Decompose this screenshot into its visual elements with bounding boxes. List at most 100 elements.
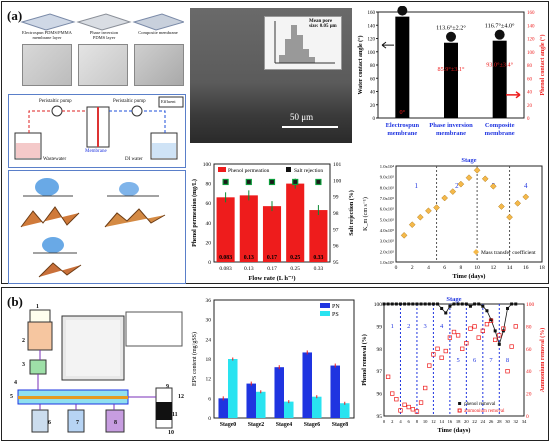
pn-bar [218, 398, 228, 418]
ammonium-point [443, 348, 448, 354]
contact-angle-svg: 153.0°±4.5°0°Electrospunmembrane113.6°±2… [357, 0, 546, 137]
ammonium-point [505, 369, 510, 374]
contact-angle-chart: 153.0°±4.5°0°Electrospunmembrane113.6°±2… [356, 0, 548, 156]
ammonium-point [414, 409, 420, 414]
x-tick-label: 0.083 [219, 266, 232, 272]
process-diagram: Peristaltic pump Peristaltic pump Membra… [8, 94, 186, 168]
membrane-label: Membrane [85, 149, 107, 154]
pore-histogram [274, 21, 335, 64]
y-tick-label: 1.0x10⁴ [380, 164, 395, 169]
y2-axis-label: Salt rejection (%) [348, 190, 355, 236]
phenol-point [431, 302, 435, 306]
ammonium-point [398, 408, 403, 413]
ps-bar [228, 359, 238, 418]
y-tick-label: 18 [206, 357, 212, 363]
y-tick-label: 9.0x10⁵ [380, 175, 395, 180]
phenol-point [452, 302, 456, 306]
y2-tick-label: 160 [527, 11, 535, 16]
salt-marker [292, 178, 299, 186]
setup-number: 5 [10, 394, 13, 400]
y-tick-label: 12 [206, 377, 212, 383]
phenol-point [464, 302, 468, 306]
x-tick-label: Stage4 [276, 422, 293, 428]
ps-bar [256, 391, 266, 418]
film-label-1: Electrospun PDMS/PMMA membrane layer [22, 30, 72, 40]
process-schematic [14, 96, 184, 160]
y2-tick-label: 40 [526, 369, 532, 375]
y2-tick-label: 60 [526, 347, 532, 353]
di-water-label: DI water [125, 157, 143, 162]
ammonium-point [435, 346, 440, 351]
y-tick-label: 40 [206, 221, 212, 227]
phenol-point [382, 302, 386, 306]
water-label: 116.7°±4.0° [485, 23, 515, 30]
phenol-point [477, 302, 481, 306]
y2-tick-label: 80 [526, 324, 532, 330]
x-tick-label: 22 [472, 419, 477, 424]
y-tick-label: 80 [206, 182, 212, 188]
y-tick-label: 95 [377, 414, 383, 420]
stage-number: 5 [456, 357, 459, 364]
phenol-bar [286, 183, 305, 262]
legend-label-pn: PN [332, 304, 340, 310]
ammonium-point [406, 404, 411, 410]
y2-tick-label: 20 [526, 392, 532, 398]
y-tick-label: 0 [373, 117, 376, 122]
ammonium-point [468, 326, 473, 331]
x-tick-label: Stage8 [332, 422, 349, 428]
bar-value-label: 0.17 [267, 255, 277, 261]
x-tick-label: Stage6 [304, 422, 321, 428]
x-axis-label: Time (days) [453, 273, 486, 280]
setup-number: 9 [166, 384, 169, 390]
setup-number: 4 [14, 380, 17, 386]
plot-frame [383, 303, 525, 417]
y2-tick-label: 120 [527, 38, 535, 43]
km-point [416, 213, 424, 221]
ammonium-point [460, 346, 465, 351]
y-tick-label: 160 [368, 11, 376, 16]
stage-number: 2 [407, 323, 410, 330]
y-tick-label: 40 [370, 91, 376, 96]
wastewater-label: Wastewater [43, 157, 67, 162]
x-tick-label: Stage2 [248, 422, 265, 428]
x-tick-label: 10 [474, 265, 480, 271]
y2-tick-label: 99 [333, 195, 339, 201]
ps-bar [312, 396, 322, 418]
legend-swatch-phenol [218, 167, 226, 172]
x-tick-label: 16 [448, 419, 453, 424]
phenol-point [427, 302, 431, 306]
setup-number: 12 [178, 394, 184, 400]
panel-a-label: (a) [7, 8, 23, 23]
ammonium-point [390, 391, 395, 396]
legend-label-phenol: phenol removal [464, 402, 496, 407]
phenol-point [468, 304, 472, 308]
y-axis-label: EPS content (mg/gSS) [191, 332, 198, 386]
ammonium-point [497, 333, 502, 338]
water-droplet [397, 5, 408, 16]
km-point [441, 194, 449, 202]
ammonium-point [464, 341, 469, 346]
y-tick-label: 120 [368, 38, 376, 43]
panel-b-label: (b) [7, 294, 23, 309]
phenol-point [510, 302, 514, 306]
film-photo-1 [22, 44, 72, 86]
phenol-point [398, 302, 402, 306]
pn-bar [330, 365, 340, 418]
setup-number: 2 [22, 338, 25, 344]
x-tick-label: 10 [423, 419, 428, 424]
pump-label-2: Peristaltic pump [113, 99, 146, 104]
phenol-point [501, 329, 505, 333]
ammonium-point [431, 352, 436, 357]
y2-axis-label: Phenol contact angle (°) [539, 35, 546, 96]
y-tick-label: 20 [370, 104, 376, 109]
x-tick-label: 32 [513, 419, 518, 424]
category-label: Electrospun [386, 122, 420, 129]
ammonium-point [484, 322, 490, 327]
y-tick-label: 140 [368, 24, 376, 29]
category-label: Composite [485, 122, 515, 129]
legend-marker [473, 249, 480, 255]
y-tick-label: 3.0x10⁵ [380, 239, 395, 244]
